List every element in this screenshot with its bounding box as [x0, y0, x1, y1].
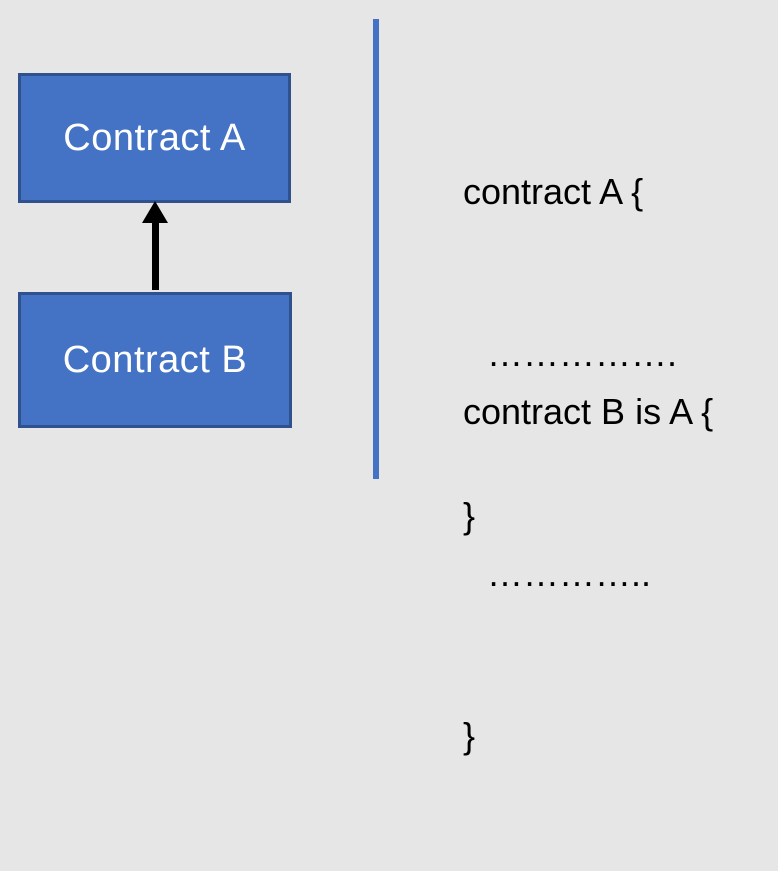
contract-b-code-body-line: …………..	[487, 553, 652, 594]
contract-b-code-open-line: contract B is A {	[463, 391, 714, 432]
contract-b-code-close-line: }	[463, 715, 476, 756]
contract-a-code-open-line: contract A {	[463, 171, 644, 212]
contract-a-box: Contract A	[18, 73, 291, 203]
inheritance-arrow-head-icon	[142, 201, 168, 223]
vertical-divider	[373, 19, 379, 479]
contract-b-code-block: contract B is A { ………….. }	[463, 277, 713, 871]
contract-b-box: Contract B	[18, 292, 292, 428]
inheritance-arrow-shaft	[152, 221, 159, 290]
contract-a-code-block: contract A { ……………. }	[463, 57, 677, 651]
contract-a-label: Contract A	[63, 116, 246, 159]
contract-a-code-body-line: …………….	[487, 333, 678, 374]
contract-b-label: Contract B	[62, 338, 248, 381]
